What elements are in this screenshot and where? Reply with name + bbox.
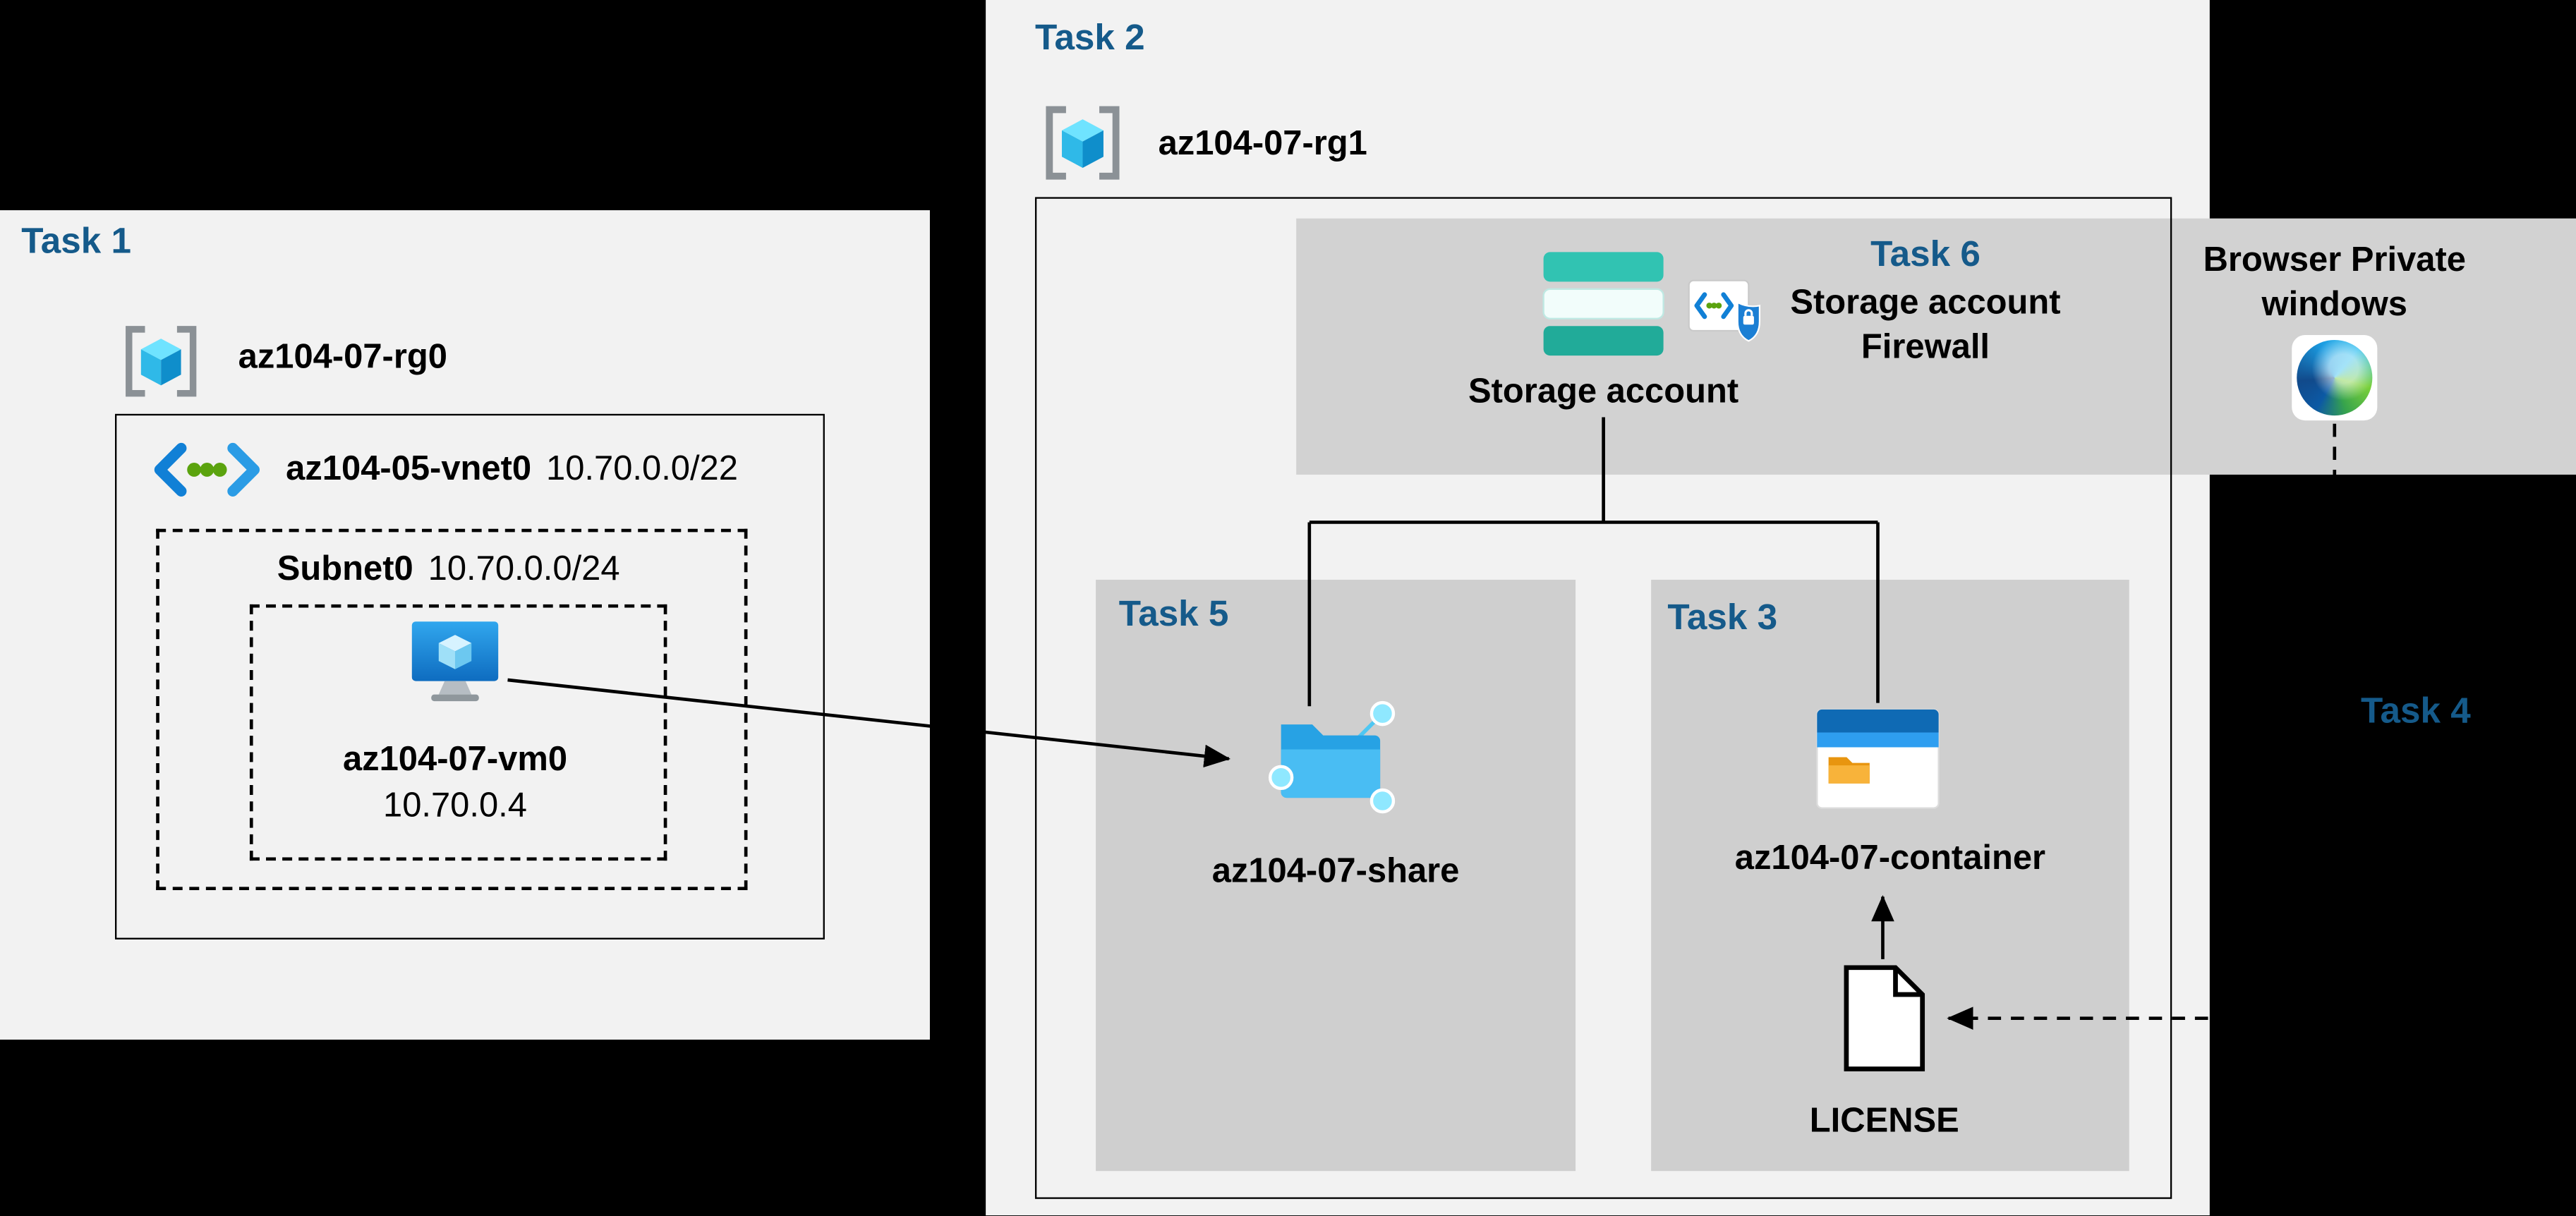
task2-rg-name: az104-07-rg1 — [1158, 124, 1367, 163]
vnet-name: az104-05-vnet0 — [286, 450, 532, 488]
virtual-machine-icon — [407, 614, 502, 706]
task4-label: Task 4 — [2361, 689, 2471, 731]
subnet-cidr: 10.70.0.0/24 — [428, 550, 620, 588]
browser-private-windows-label: Browser Private windows — [2203, 241, 2466, 324]
virtual-network-icon — [151, 437, 262, 502]
share-name: az104-07-share — [1211, 852, 1460, 891]
license-document-icon — [1840, 963, 1929, 1074]
task3-box: Task 3 az104-07-container LICENSE — [1651, 579, 2129, 1172]
task2-label: Task 2 — [1034, 16, 1145, 58]
blob-container-icon — [1814, 706, 1942, 811]
resource-group-icon — [119, 319, 204, 404]
vm-name: az104-07-vm0 — [342, 741, 568, 779]
subnet-name: Subnet0 — [277, 550, 413, 588]
storage-firewall-icon — [1686, 273, 1765, 345]
task5-label: Task 5 — [1118, 592, 1229, 634]
storage-account-caption: Storage account — [1468, 372, 1739, 411]
rg1-inner-box — [1034, 197, 2172, 1199]
task1-label: Task 1 — [21, 220, 131, 262]
file-share-icon — [1268, 696, 1403, 821]
task1-rg-name: az104-07-rg0 — [238, 338, 447, 377]
license-label: LICENSE — [1809, 1102, 1959, 1140]
edge-browser-icon — [2297, 339, 2373, 416]
vnet-title: az104-05-vnet0 10.70.0.0/22 — [286, 450, 738, 490]
storage-account-icon — [1541, 250, 1666, 358]
container-name: az104-07-container — [1734, 839, 2046, 877]
subnet-title: Subnet0 10.70.0.0/24 — [156, 549, 741, 593]
task2-panel: Task 2 az104-07-rg1 — [986, 0, 2576, 1216]
vnet-cidr: 10.70.0.0/22 — [546, 450, 738, 488]
task6-title: Storage account Firewall — [1790, 284, 2061, 366]
vm-ip: 10.70.0.4 — [383, 786, 527, 825]
vnet-box — [114, 413, 825, 940]
task6-label: Task 6 — [1870, 233, 1981, 274]
resource-group-icon — [1039, 99, 1127, 188]
